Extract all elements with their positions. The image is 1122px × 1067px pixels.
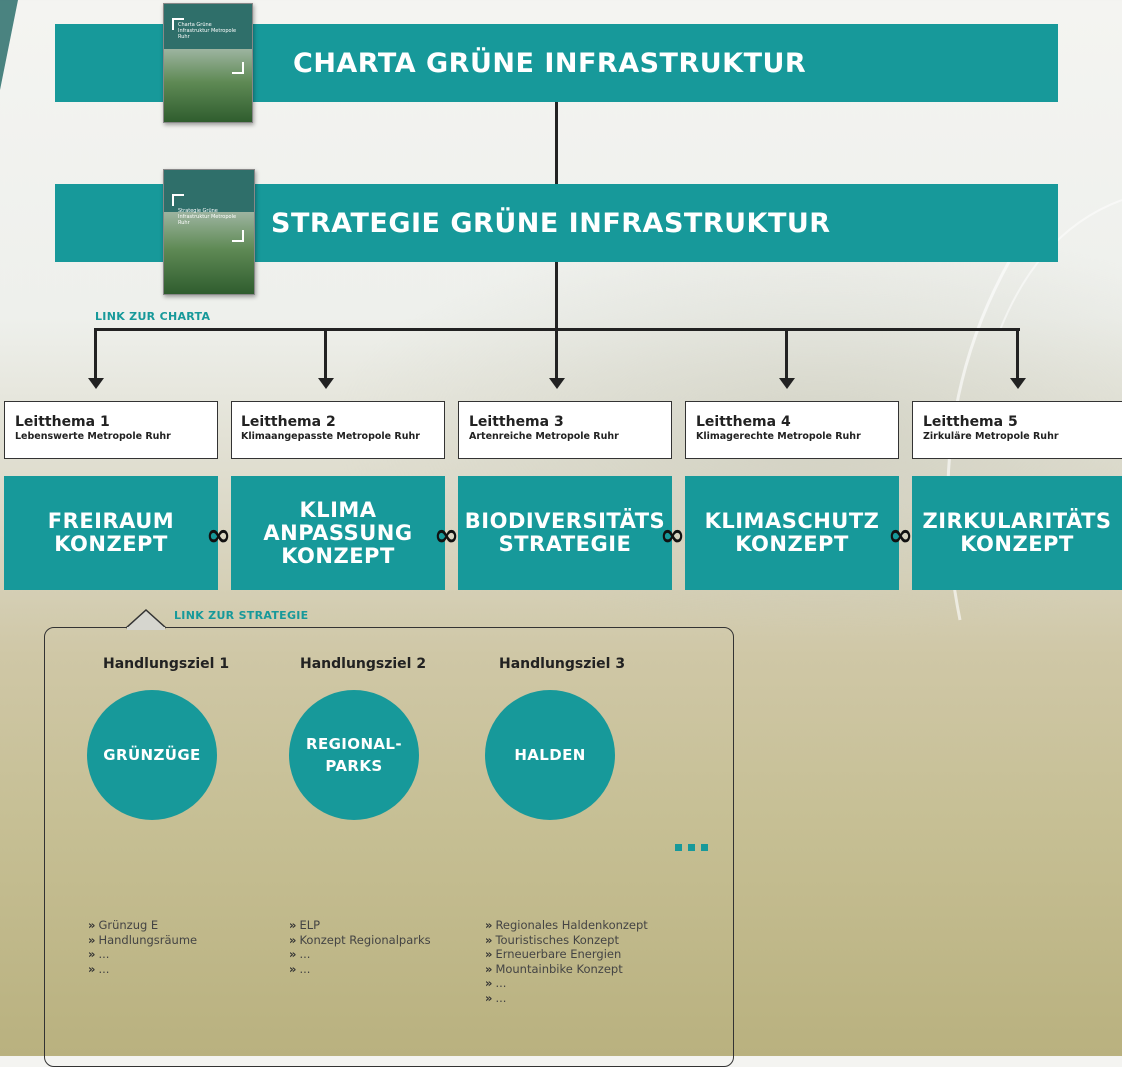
theme-subtitle: Klimaangepasste Metropole Ruhr (241, 431, 420, 442)
list-item: »Grünzug E (88, 918, 159, 932)
list-item: »... (289, 947, 311, 961)
goal-circle-regionalparks: REGIONAL- PARKS (289, 690, 419, 820)
list-item: »Handlungsräume (88, 932, 198, 947)
concept-box-klimaanpassung: KLIMA ANPASSUNG KONZEPT (231, 476, 445, 590)
list-item: »... (88, 947, 110, 961)
concept-box-klimaschutz: KLIMASCHUTZ KONZEPT (685, 476, 899, 590)
theme-box-2: Leitthema 2 Klimaangepasste Metropole Ru… (231, 401, 445, 459)
theme-title: Leitthema 3 (469, 414, 564, 430)
list-item: »Mountainbike Konzept (485, 961, 623, 976)
theme-title: Leitthema 1 (15, 414, 110, 430)
strategie-title: STRATEGIE GRÜNE INFRASTRUKTUR (271, 208, 831, 239)
theme-box-3: Leitthema 3 Artenreiche Metropole Ruhr (458, 401, 672, 459)
charta-cover-image: Charta Grüne Infrastruktur Metropole Ruh… (163, 3, 253, 123)
theme-title: Leitthema 4 (696, 414, 791, 430)
arrow-down-icon (1010, 378, 1026, 389)
charta-title: CHARTA GRÜNE INFRASTRUKTUR (293, 48, 807, 79)
list-item: »Erneuerbare Energien (485, 947, 622, 961)
connector-line (555, 102, 558, 184)
goal-circle-gruenzuege: GRÜNZÜGE (87, 690, 217, 820)
theme-box-1: Leitthema 1 Lebenswerte Metropole Ruhr (4, 401, 218, 459)
theme-subtitle: Zirkuläre Metropole Ruhr (923, 431, 1059, 442)
strategie-cover-text: Strategie Grüne Infrastruktur Metropole … (178, 208, 237, 226)
theme-box-4: Leitthema 4 Klimagerechte Metropole Ruhr (685, 401, 899, 459)
connector-line (324, 328, 327, 378)
goal-label-1: Handlungsziel 1 (103, 656, 230, 672)
list-item: »... (88, 961, 110, 976)
goal-list-1: »Grünzug E »Handlungsräume »... »... (88, 918, 197, 976)
concept-box-biodiversitaet: BIODIVERSITÄTS STRATEGIE (458, 476, 672, 590)
infinity-icon: ∞ (660, 518, 685, 553)
list-item: »... (289, 961, 311, 976)
arrow-down-icon (88, 378, 104, 389)
connector-line (94, 328, 97, 378)
theme-box-5: Leitthema 5 Zirkuläre Metropole Ruhr (912, 401, 1122, 459)
theme-subtitle: Lebenswerte Metropole Ruhr (15, 431, 171, 442)
theme-subtitle: Klimagerechte Metropole Ruhr (696, 431, 861, 442)
goal-list-2: »ELP »Konzept Regionalparks »... »... (289, 918, 431, 976)
connector-line (555, 328, 558, 378)
strategie-cover-image: Strategie Grüne Infrastruktur Metropole … (163, 169, 255, 295)
infinity-icon: ∞ (206, 518, 231, 553)
link-zur-strategie[interactable]: LINK ZUR STRATEGIE (174, 609, 309, 622)
connector-line (555, 262, 558, 330)
theme-subtitle: Artenreiche Metropole Ruhr (469, 431, 619, 442)
list-item: »Konzept Regionalparks (289, 932, 431, 947)
panel-notch (126, 608, 166, 630)
goal-circle-halden: HALDEN (485, 690, 615, 820)
connector-line (785, 328, 788, 378)
theme-title: Leitthema 2 (241, 414, 336, 430)
list-item: »Touristisches Konzept (485, 932, 619, 947)
infinity-icon: ∞ (434, 518, 459, 553)
connector-line (1016, 328, 1019, 378)
more-indicator-icon (675, 844, 708, 851)
arrow-down-icon (318, 378, 334, 389)
infinity-icon: ∞ (888, 518, 913, 553)
arrow-down-icon (779, 378, 795, 389)
concept-box-zirkularitaet: ZIRKULARITÄTS KONZEPT (912, 476, 1122, 590)
goal-list-3: »Regionales Haldenkonzept »Touristisches… (485, 918, 648, 1005)
list-item: »ELP (289, 918, 321, 932)
theme-title: Leitthema 5 (923, 414, 1018, 430)
link-zur-charta[interactable]: LINK ZUR CHARTA (95, 310, 211, 323)
charta-cover-text: Charta Grüne Infrastruktur Metropole Ruh… (178, 22, 237, 40)
arrow-down-icon (549, 378, 565, 389)
goal-label-3: Handlungsziel 3 (499, 656, 626, 672)
concept-box-freiraum: FREIRAUM KONZEPT (4, 476, 218, 590)
list-item: »Regionales Haldenkonzept (485, 918, 648, 932)
list-item: »... (485, 976, 507, 990)
list-item: »... (485, 990, 507, 1005)
goal-label-2: Handlungsziel 2 (300, 656, 427, 672)
